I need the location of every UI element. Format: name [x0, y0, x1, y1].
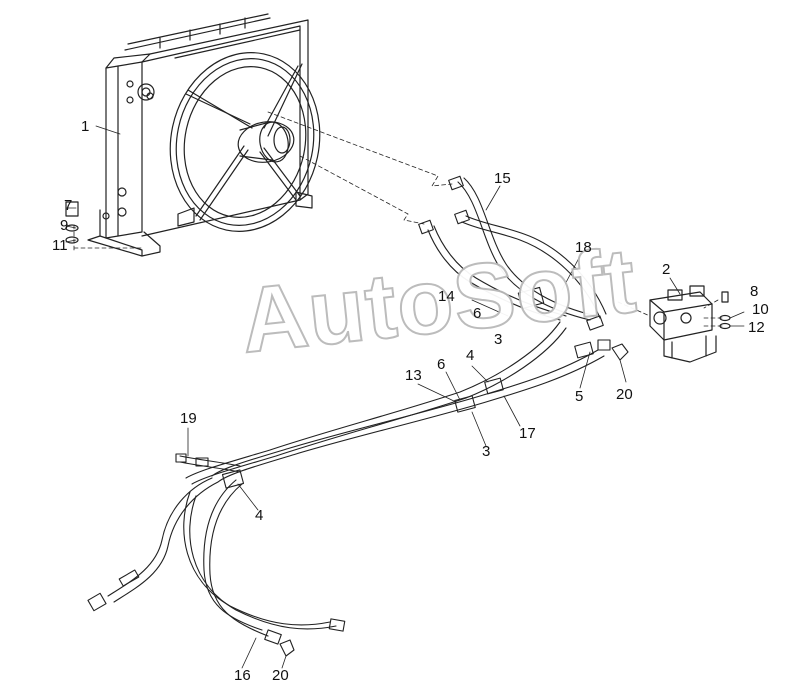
callout-11: 11: [52, 237, 68, 254]
radiator-assembly: [87, 13, 321, 257]
callout-14: 14: [438, 288, 455, 305]
callout-16: 16: [234, 667, 251, 684]
callout-13: 13: [405, 367, 422, 384]
callout-3: 3: [494, 331, 503, 348]
callout-1: 1: [81, 118, 90, 135]
callout-20: 20: [616, 386, 633, 403]
callout-17: 17: [519, 425, 536, 442]
valve-block: [649, 285, 731, 363]
callout-leaders: [65, 125, 745, 669]
callout-4: 4: [466, 347, 475, 364]
callout-2: 2: [662, 261, 671, 278]
callout-9: 9: [60, 217, 69, 234]
callout-20: 20: [272, 667, 289, 684]
hoses: [87, 175, 629, 657]
callout-6: 6: [437, 356, 446, 373]
callout-10: 10: [752, 301, 769, 318]
callout-19: 19: [180, 410, 197, 427]
callout-12: 12: [748, 319, 765, 336]
callout-6: 6: [473, 305, 482, 322]
callout-5: 5: [575, 388, 584, 405]
callout-3: 3: [482, 443, 491, 460]
callout-15: 15: [494, 170, 511, 187]
mounting-hardware-left: [65, 201, 79, 244]
callout-8: 8: [750, 283, 759, 300]
callout-7: 7: [64, 197, 73, 214]
callout-18: 18: [575, 239, 592, 256]
callout-4: 4: [255, 507, 264, 524]
